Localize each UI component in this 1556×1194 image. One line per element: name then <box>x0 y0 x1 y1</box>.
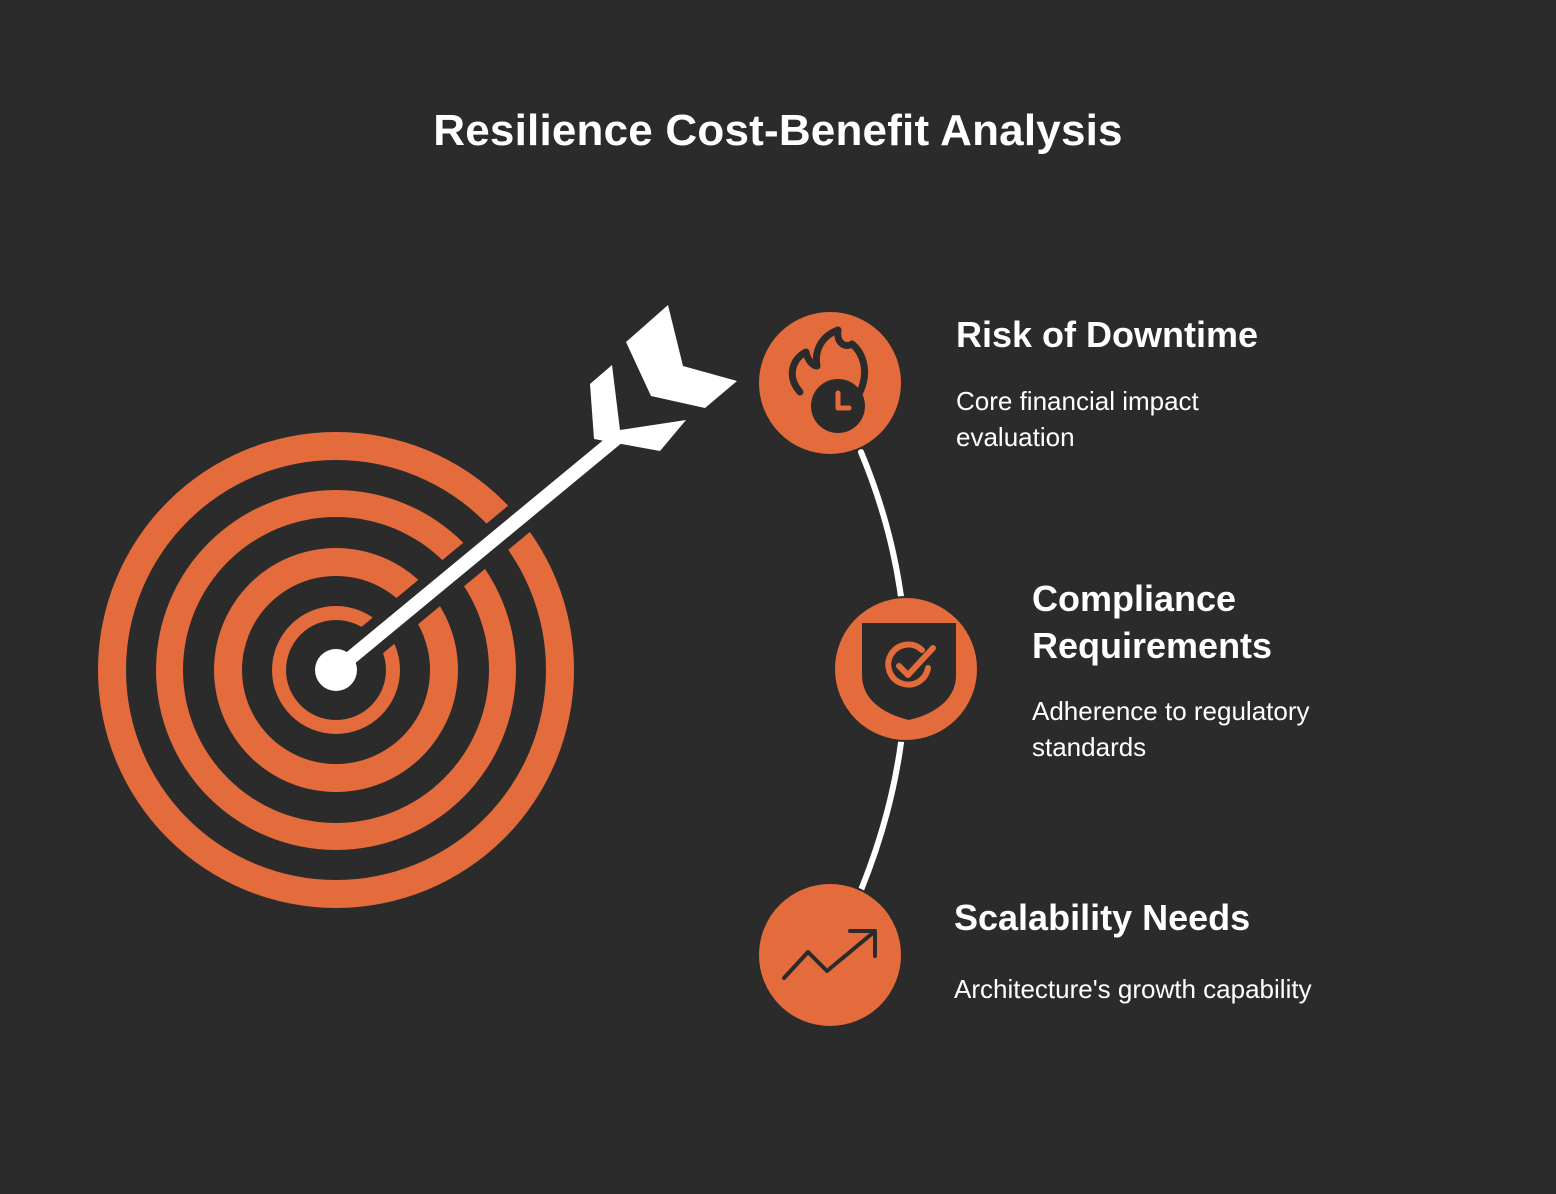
shield-check-icon <box>862 623 956 720</box>
item-desc-scalability-needs: Architecture's growth capability <box>954 974 1312 1004</box>
arrow-icon <box>315 305 737 691</box>
scalability-needs-icon <box>757 882 903 1028</box>
item-title-compliance-requirements: Compliance Requirements <box>1032 578 1273 666</box>
arrow-feather-upper <box>626 305 737 408</box>
fire-clock-icon <box>788 326 868 433</box>
arrow-feather-lower <box>590 365 686 451</box>
item-circle <box>757 882 903 1028</box>
arrow-tip <box>315 649 357 691</box>
compliance-requirements-icon <box>833 596 979 742</box>
item-title-risk-of-downtime: Risk of Downtime <box>956 314 1259 355</box>
item-desc-risk-of-downtime: Core financial impact evaluation <box>956 386 1199 452</box>
item-desc-compliance-requirements: Adherence to regulatory standards <box>1032 696 1310 762</box>
trending-up-icon <box>782 929 877 980</box>
risk-of-downtime-icon <box>757 310 903 456</box>
page-title: Resilience Cost-Benefit Analysis <box>433 106 1123 155</box>
arrow-shaft <box>329 430 625 677</box>
item-title-scalability-needs: Scalability Needs <box>954 897 1251 938</box>
